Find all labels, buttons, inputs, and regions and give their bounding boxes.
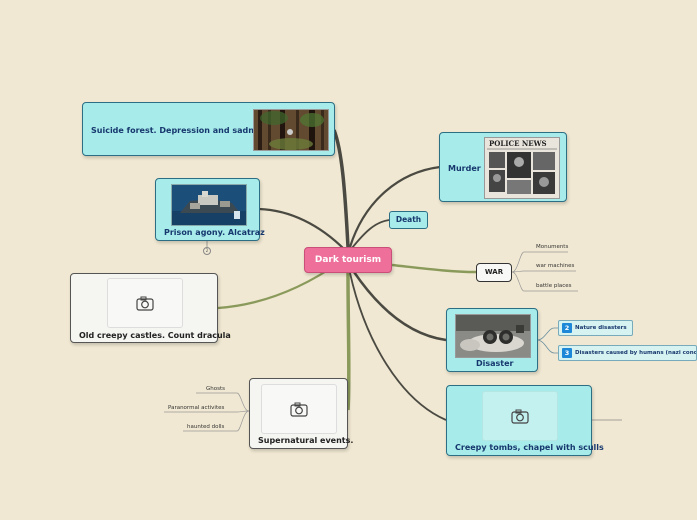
- castles-image-placeholder: [107, 278, 183, 328]
- branch-war: [391, 263, 477, 274]
- branch-death: [351, 219, 390, 249]
- topic-murder-label: Murder: [448, 164, 481, 173]
- topic-tombs-label: Creepy tombs, chapel with sculls: [455, 443, 604, 452]
- war-item-monuments[interactable]: Monuments: [536, 244, 569, 250]
- alcatraz-image: [171, 184, 247, 226]
- camera-icon: [290, 402, 308, 417]
- tombs-image-placeholder: [482, 391, 558, 441]
- topic-castles[interactable]: Old creepy castles. Count dracula: [70, 273, 231, 343]
- forest-image: [253, 109, 329, 151]
- topic-death[interactable]: Death: [389, 211, 428, 229]
- topic-supernatural[interactable]: Supernatural events.: [249, 378, 353, 449]
- branch-suicide: [332, 129, 350, 248]
- central-topic[interactable]: Dark tourism: [304, 247, 392, 273]
- topic-disaster[interactable]: Disaster: [446, 308, 538, 372]
- branch-tombs: [349, 272, 447, 421]
- branch-disaster: [352, 271, 447, 342]
- newspaper-headline: POLICE NEWS: [489, 139, 547, 148]
- supernatural-item-paranormal[interactable]: Paranormal activites: [168, 405, 225, 411]
- disaster-item-nature-number: 2: [562, 323, 572, 333]
- prison-collapse-toggle[interactable]: 2: [203, 247, 211, 255]
- supernatural-image-placeholder: [261, 384, 337, 434]
- disaster-item-humans-label: Disasters caused by humans (nazi conc: [575, 350, 697, 356]
- war-item-battle-places[interactable]: battle places: [536, 283, 572, 289]
- camera-icon: [136, 296, 154, 311]
- topic-prison[interactable]: Prison agony. Alcatraz: [155, 178, 265, 241]
- topic-suicide-forest-label: Suicide forest. Depression and sadness: [91, 126, 269, 135]
- supernatural-item-ghosts[interactable]: Ghosts: [206, 386, 226, 392]
- topic-murder[interactable]: Murder POLICE NEWS: [439, 132, 567, 202]
- topic-castles-label: Old creepy castles. Count dracula: [79, 331, 231, 340]
- topic-prison-label: Prison agony. Alcatraz: [164, 228, 265, 237]
- branch-murder: [348, 165, 441, 248]
- supernatural-item-dolls[interactable]: haunted dolls: [187, 424, 225, 430]
- branch-supernatural: [346, 272, 351, 411]
- topic-tombs[interactable]: Creepy tombs, chapel with sculls: [446, 385, 604, 456]
- gas-mask-image: [455, 314, 531, 358]
- topic-disaster-label: Disaster: [476, 359, 514, 368]
- topic-supernatural-label: Supernatural events.: [258, 436, 354, 445]
- war-item-machines[interactable]: war machines: [536, 263, 575, 269]
- police-news-image: POLICE NEWS: [484, 137, 560, 199]
- disaster-item-humans-number: 3: [562, 348, 572, 358]
- topic-suicide-forest[interactable]: Suicide forest. Depression and sadness: [82, 102, 335, 156]
- branch-prison: [258, 207, 346, 251]
- disaster-item-nature-label: Nature disasters: [575, 325, 627, 331]
- camera-icon: [511, 409, 529, 424]
- topic-war[interactable]: WAR: [476, 263, 512, 282]
